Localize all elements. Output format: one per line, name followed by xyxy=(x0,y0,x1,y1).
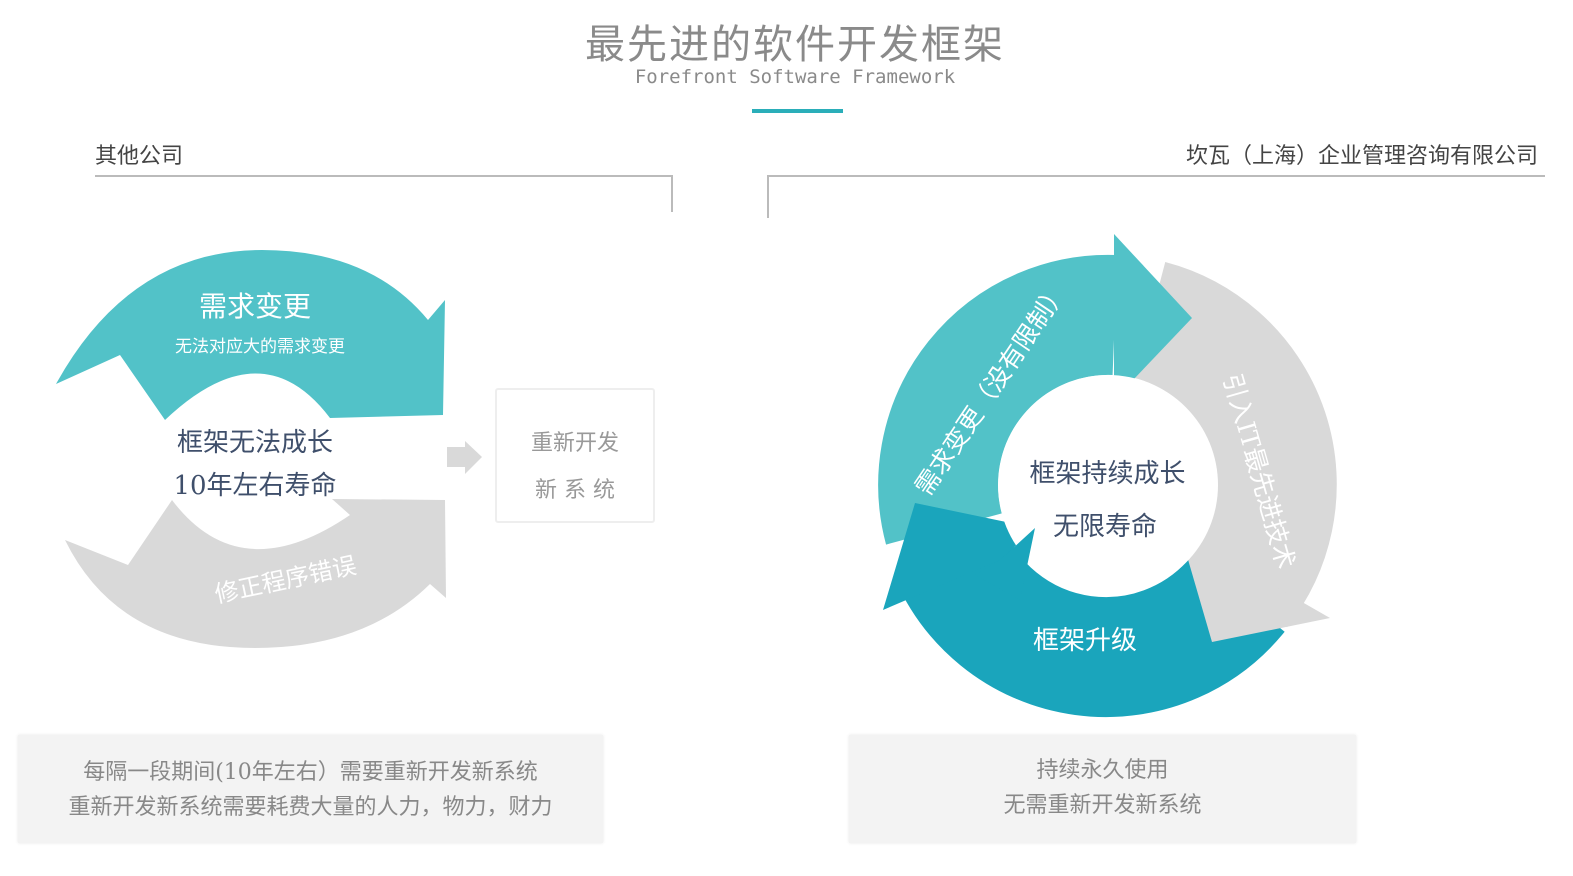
right-teal-arrow-head xyxy=(1114,234,1192,400)
right-center-line1: 框架持续成长 xyxy=(1029,459,1186,489)
redevelop-line1: 重新开发 xyxy=(530,431,619,456)
right-pointing-arrow-icon xyxy=(447,441,482,474)
right-dark-arrow-neck xyxy=(975,528,1035,600)
left-center-line1: 框架无法成长 xyxy=(176,428,333,458)
right-note-line2: 无需重新开发新系统 xyxy=(1003,793,1202,818)
right-dark-arrow-body xyxy=(895,529,1285,718)
left-teal-arrow-subtitle: 无法对应大的需求变更 xyxy=(175,337,345,357)
right-note-box: 持续永久使用 无需重新开发新系统 xyxy=(849,735,1356,843)
title-accent-bar xyxy=(752,109,843,113)
left-divider xyxy=(95,175,673,177)
right-dark-arrow-head xyxy=(883,503,1035,610)
left-teal-arrow-title: 需求变更 xyxy=(198,290,311,323)
right-teal-arrow-body xyxy=(878,254,1118,545)
left-company-label: 其他公司 xyxy=(95,144,184,169)
page-title: 最先进的软件开发框架 xyxy=(585,22,1005,68)
right-divider-tick xyxy=(767,175,769,218)
right-company-label: 坎瓦（上海）企业管理咨询有限公司 xyxy=(1185,144,1538,169)
right-center-line2: 无限寿命 xyxy=(1052,512,1157,542)
redevelop-box: 重新开发 新 系 统 xyxy=(495,388,655,523)
left-note-box: 每隔一段期间(10年左右）需要重新开发新系统 重新开发新系统需要耗费大量的人力，… xyxy=(18,735,603,843)
right-gray-arrow-head xyxy=(1180,532,1330,642)
right-gray-arrow-body xyxy=(1133,261,1337,628)
left-center-line2: 10年左右寿命 xyxy=(173,471,337,501)
right-dark-arrow-label: 框架升级 xyxy=(1032,626,1137,656)
right-center-circle xyxy=(998,375,1218,595)
page-subtitle: Forefront Software Framework xyxy=(634,66,956,88)
left-gray-arrow xyxy=(65,499,446,648)
right-divider xyxy=(767,175,1545,177)
left-teal-arrow xyxy=(56,250,445,420)
left-note-line2: 重新开发新系统需要耗费大量的人力，物力，财力 xyxy=(68,795,553,820)
right-note-line1: 持续永久使用 xyxy=(1036,758,1169,783)
left-note-line1: 每隔一段期间(10年左右）需要重新开发新系统 xyxy=(83,760,538,785)
redevelop-line2: 新 系 统 xyxy=(535,478,615,503)
left-divider-tick xyxy=(671,175,673,212)
